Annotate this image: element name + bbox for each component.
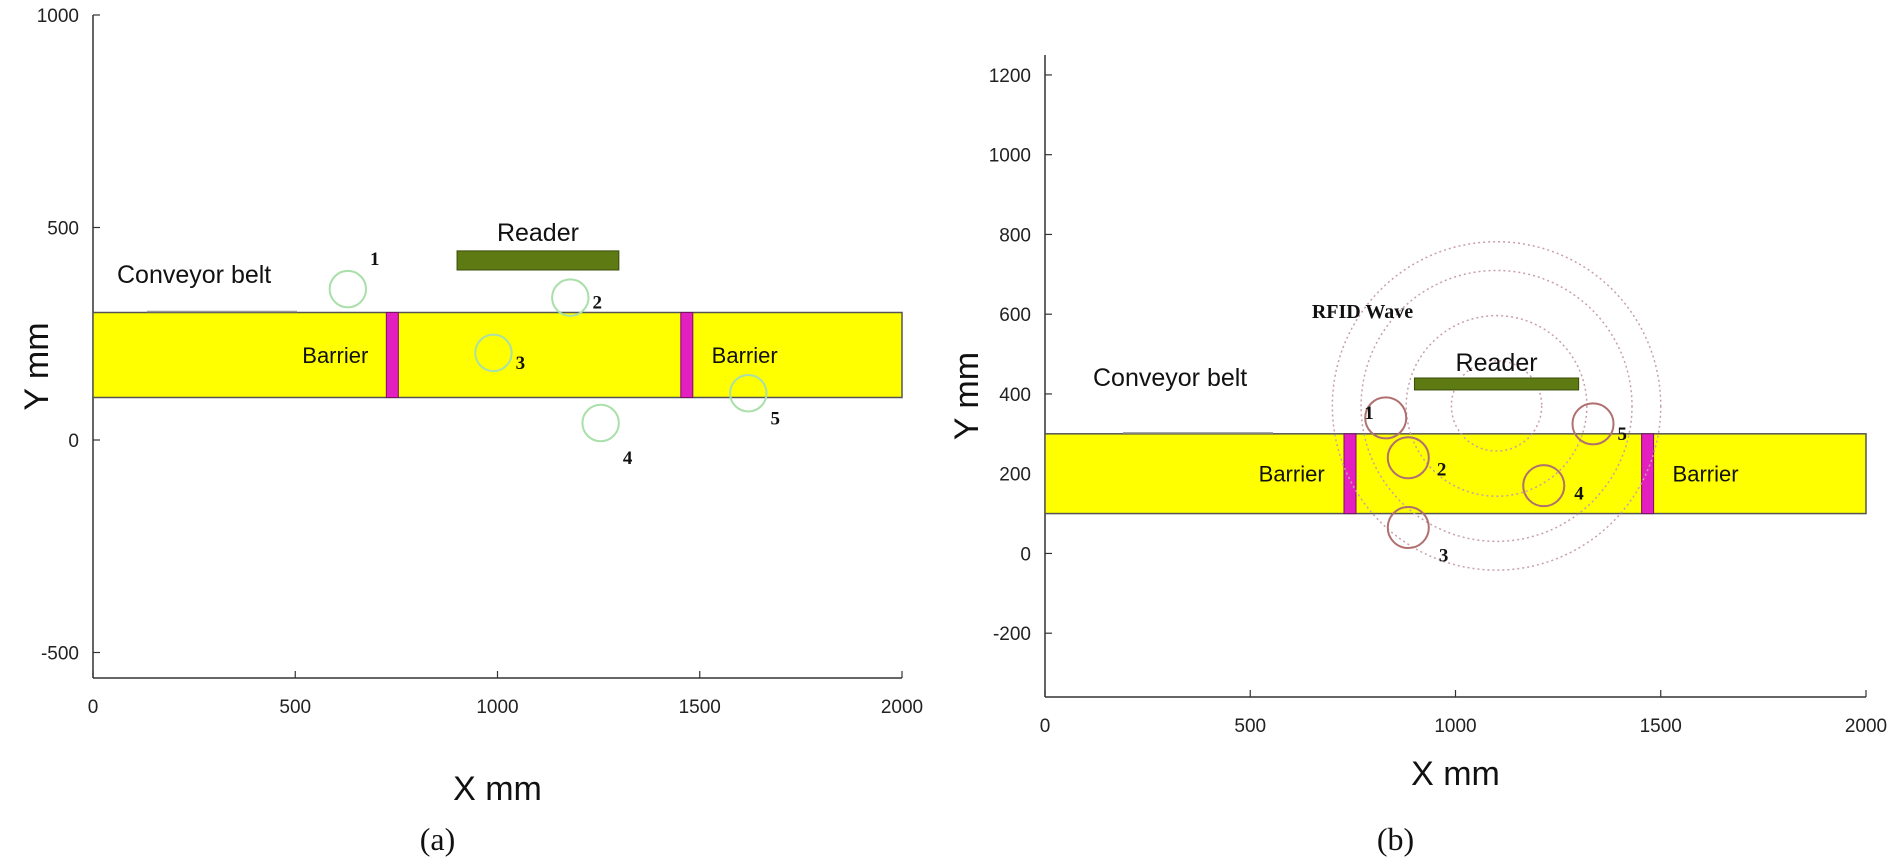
reader-label: Reader [497, 219, 579, 247]
rfid-wave-ring-1 [1450, 360, 1543, 452]
conveyor-belt-label: Conveyor belt [117, 261, 271, 289]
y-tick-label: 600 [999, 305, 1031, 326]
reader-bar [1413, 377, 1580, 391]
barrier-divider-2 [1641, 433, 1655, 515]
tag-5 [1571, 402, 1615, 446]
tag-label-3: 3 [1439, 546, 1449, 567]
tag-label-2: 2 [1437, 460, 1447, 481]
y-tick-label: -500 [41, 644, 79, 665]
y-tick-label: 1000 [989, 146, 1031, 167]
panel-caption: (a) [420, 821, 456, 857]
barrier-label-right: Barrier [1673, 462, 1739, 487]
x-tick-label: 1000 [476, 697, 518, 718]
tag-label-5: 5 [1618, 424, 1628, 445]
y-tick-label: 1200 [989, 66, 1031, 87]
tag-1 [328, 269, 368, 309]
barrier-label-left: Barrier [302, 343, 368, 368]
x-tick-label: 1000 [1434, 716, 1476, 737]
tag-4 [1522, 464, 1566, 508]
tag-5 [729, 374, 768, 413]
conveyor-belt [92, 311, 903, 399]
barrier-label-left: Barrier [1259, 462, 1325, 487]
y-tick-label: -200 [993, 624, 1031, 645]
x-tick-label: 2000 [1845, 716, 1887, 737]
x-tick-label: 0 [88, 697, 99, 718]
y-axis-label: Y mm [18, 322, 56, 410]
barrier-label-right: Barrier [712, 343, 778, 368]
tag-3 [474, 333, 513, 373]
barrier-divider-1 [1343, 433, 1357, 515]
panel-caption: (b) [1377, 821, 1414, 857]
reader-bar [456, 250, 620, 271]
y-tick-label: 0 [68, 431, 79, 452]
tag-2 [551, 278, 590, 317]
chart-a: 0 500 1000 1500 2000 -500 0 500 1000 X mm Y mm Conv… [18, 6, 923, 857]
tag-label-4: 4 [1574, 484, 1584, 505]
x-tick-label: 1500 [679, 697, 721, 718]
y-tick-label: 1000 [37, 6, 79, 27]
rfid-wave-ring-3 [1360, 269, 1633, 543]
reader-label: Reader [1456, 349, 1538, 377]
y-tick-label: 500 [47, 219, 79, 240]
rfid-wave-label: RFID Wave [1312, 301, 1413, 323]
tag-label-1: 1 [1364, 403, 1374, 424]
tag-label-2: 2 [593, 293, 603, 314]
tag-1 [1364, 396, 1408, 440]
x-tick-label: 1500 [1640, 716, 1682, 737]
x-tick-label: 2000 [881, 697, 923, 718]
tag-label-4: 4 [623, 448, 633, 469]
tag-4 [581, 403, 620, 443]
tag-label-5: 5 [770, 408, 780, 429]
y-tick-label: 400 [999, 385, 1031, 406]
y-tick-label: 0 [1020, 544, 1031, 565]
rfid-wave-ring-4 [1331, 240, 1662, 571]
y-tick-label: 200 [999, 465, 1031, 486]
x-tick-label: 500 [1234, 716, 1266, 737]
barrier-divider-1 [385, 312, 399, 398]
chart-b: 0 500 1000 1500 2000 -200 0 200 400 600 800 1000 120… [950, 55, 1887, 857]
tag-label-3: 3 [516, 353, 526, 374]
conveyor-belt [1044, 433, 1867, 515]
x-tick-label: 0 [1040, 716, 1051, 737]
barrier-divider-2 [680, 312, 694, 398]
y-tick-label: 800 [999, 225, 1031, 246]
panel-a: 0 500 1000 1500 2000 -500 0 500 1000 X mm Y mm Conv… [18, 6, 923, 857]
x-axis-label: X mm [453, 770, 542, 808]
panel-b: 0 500 1000 1500 2000 -200 0 200 400 600 800 1000 120… [950, 0, 1900, 858]
tag-label-1: 1 [370, 249, 380, 270]
conveyor-belt-label: Conveyor belt [1093, 364, 1247, 392]
tag-3 [1386, 506, 1430, 550]
x-axis-label: X mm [1411, 755, 1500, 793]
x-tick-label: 500 [279, 697, 311, 718]
tag-2 [1386, 436, 1430, 480]
rfid-wave-ring-2 [1405, 314, 1588, 497]
y-axis-label: Y mm [950, 352, 986, 440]
